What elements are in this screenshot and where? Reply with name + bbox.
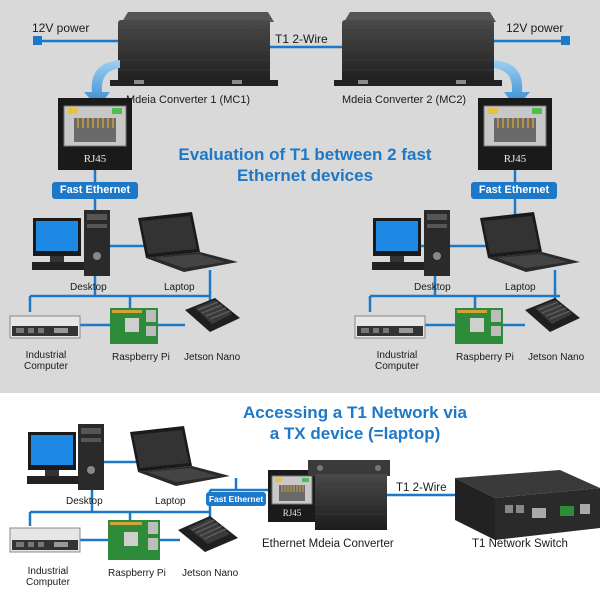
jetson-nano-label: Jetson Nano <box>184 352 241 363</box>
desktop-icon <box>372 210 450 276</box>
raspberry-pi-label: Raspberry Pi <box>108 568 166 579</box>
rj45-port-left-icon <box>58 98 132 170</box>
curved-arrow-left-icon <box>84 60 120 108</box>
t1-wire-label-bottom: T1 2-Wire <box>396 482 447 494</box>
rj45-port-bottom-icon <box>268 470 316 522</box>
desktop-icon <box>27 424 104 490</box>
power-line-right <box>488 36 570 45</box>
rj45-label-right: RJ45 <box>503 153 527 165</box>
top-title-line1: Evaluation of T1 between 2 fast <box>178 145 432 164</box>
bottom-title-line1: Accessing a T1 Network via <box>243 403 467 422</box>
media-converter-2 <box>334 12 502 86</box>
converter-label: Ethernet Mdeia Converter <box>262 538 394 550</box>
fast-ethernet-badge-bottom: Fast Ethernet <box>206 492 266 506</box>
raspberry-pi-icon <box>455 308 503 344</box>
laptop-icon <box>130 426 230 486</box>
curved-arrow-right-icon <box>494 60 530 108</box>
jetson-nano-icon <box>525 298 580 332</box>
mc1-label: Mdeia Converter 1 (MC1) <box>126 94 251 106</box>
jetson-nano-icon <box>178 516 238 552</box>
desktop-icon <box>32 210 110 276</box>
rj45-port-right-icon <box>478 98 552 170</box>
t1-network-switch-icon <box>455 470 600 540</box>
jetson-nano-label: Jetson Nano <box>528 352 585 363</box>
desktop-label: Desktop <box>414 282 451 293</box>
jetson-nano-label: Jetson Nano <box>182 568 239 579</box>
power-line-left <box>33 36 120 45</box>
raspberry-pi-icon <box>108 520 160 560</box>
jetson-nano-icon <box>185 298 240 332</box>
raspberry-pi-label: Raspberry Pi <box>112 352 170 363</box>
fast-ethernet-badge-left: Fast Ethernet <box>52 182 138 199</box>
laptop-label: Laptop <box>505 282 536 293</box>
raspberry-pi-icon <box>110 308 158 344</box>
ethernet-media-converter-icon <box>308 460 390 530</box>
bottom-title: Accessing a T1 Network via a TX device (… <box>195 402 515 444</box>
top-title-line2: Ethernet devices <box>236 166 374 185</box>
industrial-computer-icon <box>354 315 426 339</box>
laptop-label: Laptop <box>155 496 186 507</box>
industrial-computer-label: Industrial Computer <box>24 350 68 372</box>
industrial-computer-icon <box>9 527 81 553</box>
raspberry-pi-label: Raspberry Pi <box>456 352 514 363</box>
industrial-computer-label: Industrial Computer <box>26 566 70 588</box>
power-label-right: 12V power <box>506 21 564 35</box>
media-converter-1 <box>110 12 278 86</box>
laptop-icon <box>138 212 238 272</box>
rj45-label-left: RJ45 <box>83 153 107 165</box>
power-label-left: 12V power <box>32 21 90 35</box>
bottom-title-line2: a TX device (=laptop) <box>269 424 441 443</box>
industrial-computer-label: Industrial Computer <box>375 350 419 372</box>
laptop-icon <box>480 212 580 272</box>
top-title: Evaluation of T1 between 2 fast Ethernet… <box>160 144 450 186</box>
t1-wire-label-top: T1 2-Wire <box>275 32 328 46</box>
laptop-label: Laptop <box>164 282 195 293</box>
fast-ethernet-badge-right: Fast Ethernet <box>471 182 557 199</box>
industrial-computer-icon <box>9 315 81 339</box>
switch-label: T1 Network Switch <box>472 538 568 550</box>
desktop-label: Desktop <box>70 282 107 293</box>
desktop-label: Desktop <box>66 496 103 507</box>
rj45-label-bottom: RJ45 <box>282 508 302 518</box>
mc2-label: Mdeia Converter 2 (MC2) <box>342 94 467 106</box>
